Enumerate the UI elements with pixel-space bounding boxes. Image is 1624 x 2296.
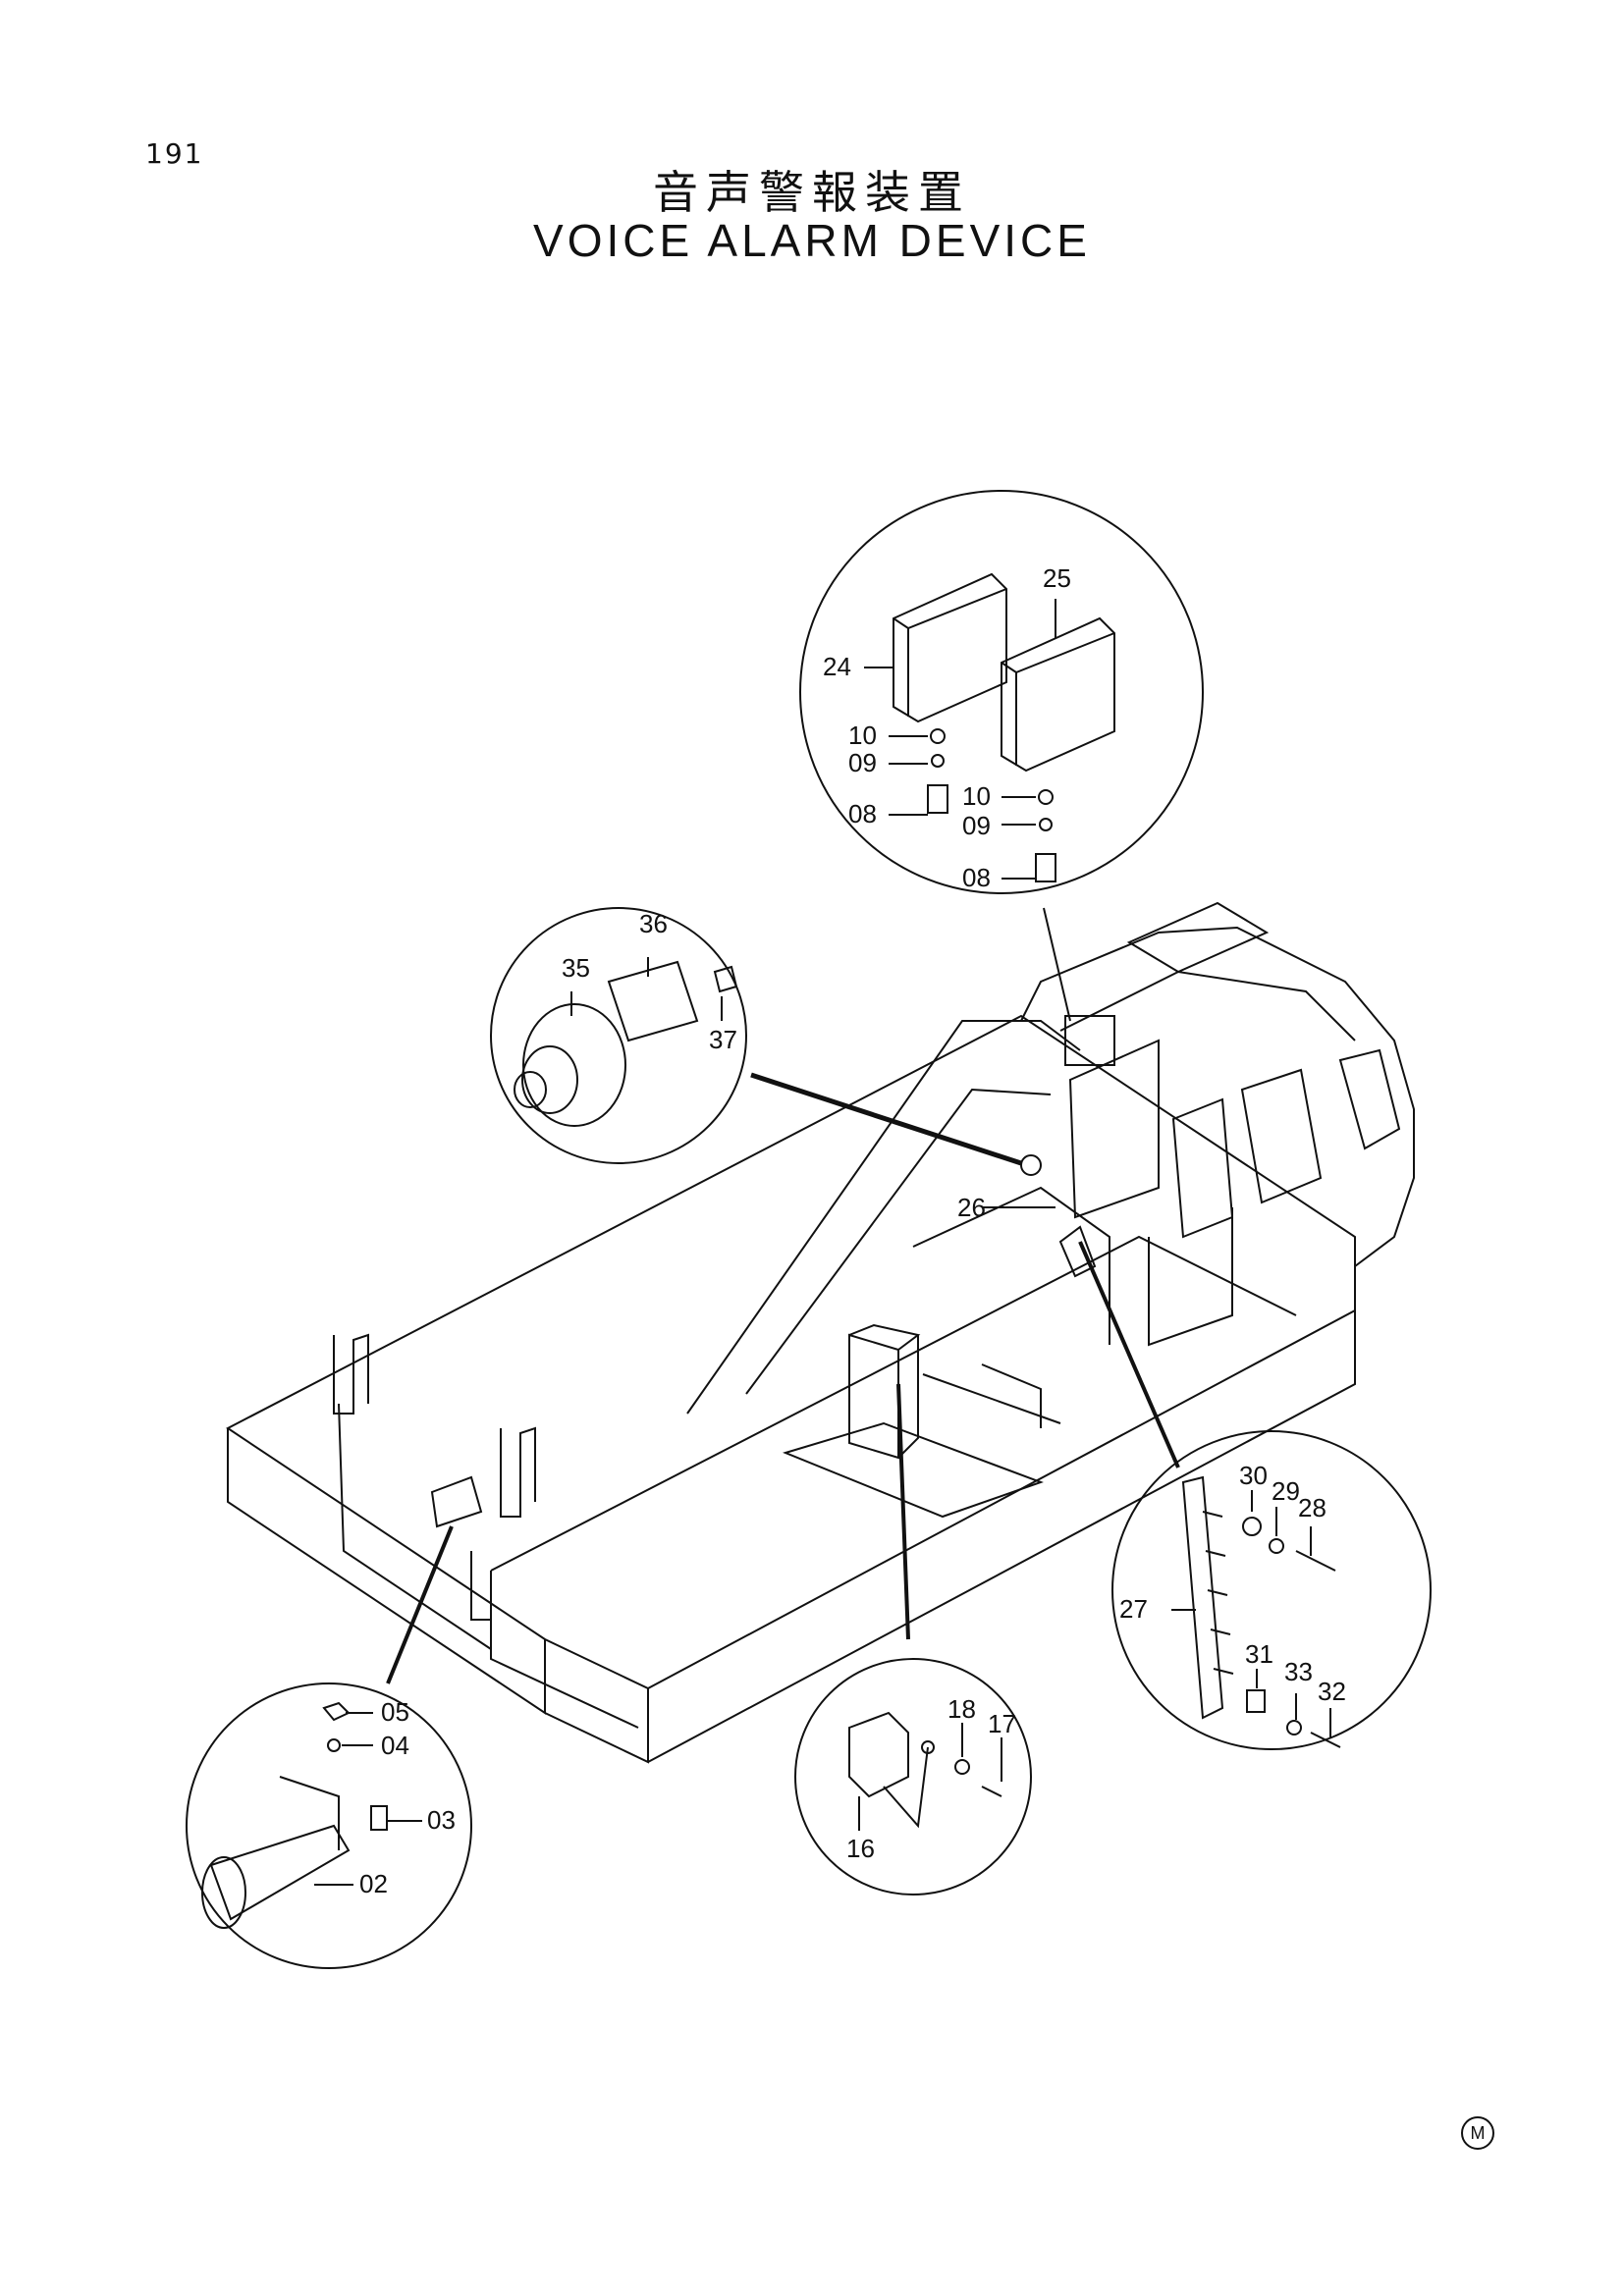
detail-circle-control-units — [799, 490, 1204, 894]
callout-29: 29 — [1272, 1476, 1300, 1506]
detail-circle-speaker — [490, 907, 747, 1164]
callout-09: 09 — [962, 811, 991, 840]
excavator-outline — [226, 901, 1415, 1764]
callout-25: 25 — [1043, 563, 1071, 593]
callout-08: 08 — [848, 799, 877, 828]
callout-30: 30 — [1239, 1461, 1268, 1490]
bracket-on-cab — [1058, 1225, 1097, 1278]
callout-10: 10 — [962, 781, 991, 811]
callout-28: 28 — [1298, 1493, 1326, 1522]
callout-05: 05 — [381, 1697, 409, 1727]
callout-labels: 25 24 10 09 08 10 09 08 36 35 37 26 30 2… — [359, 563, 1346, 1898]
callout-32: 32 — [1318, 1677, 1346, 1706]
callout-08: 08 — [962, 863, 991, 892]
page-number: 191 — [145, 137, 204, 170]
horn-on-frame — [430, 1475, 483, 1528]
callout-36: 36 — [639, 909, 668, 938]
callout-35: 35 — [562, 953, 590, 983]
callout-02: 02 — [359, 1869, 388, 1898]
callout-24: 24 — [823, 652, 851, 681]
callout-27: 27 — [1119, 1594, 1148, 1624]
detail-circle-relay — [794, 1658, 1032, 1896]
callout-17: 17 — [988, 1709, 1016, 1738]
callout-26: 26 — [957, 1193, 986, 1222]
callout-18: 18 — [947, 1694, 976, 1724]
callout-33: 33 — [1284, 1657, 1313, 1686]
detail-circle-bracket — [1111, 1430, 1432, 1750]
callout-31: 31 — [1245, 1639, 1273, 1669]
callout-37: 37 — [709, 1025, 737, 1054]
callout-09: 09 — [848, 748, 877, 777]
alarm-speaker-mount — [1020, 1154, 1042, 1176]
title-english: VOICE ALARM DEVICE — [533, 215, 1091, 266]
callout-03: 03 — [427, 1805, 456, 1835]
control-unit-on-cab — [1064, 1015, 1115, 1066]
leader-lines — [386, 907, 1180, 1684]
callout-16: 16 — [846, 1834, 875, 1863]
callout-10: 10 — [848, 721, 877, 750]
detail-circle-horn — [186, 1682, 472, 1969]
m-mark: M — [1461, 2116, 1494, 2150]
title-japanese: 音声警報装置 — [653, 166, 971, 219]
callout-04: 04 — [381, 1731, 409, 1760]
